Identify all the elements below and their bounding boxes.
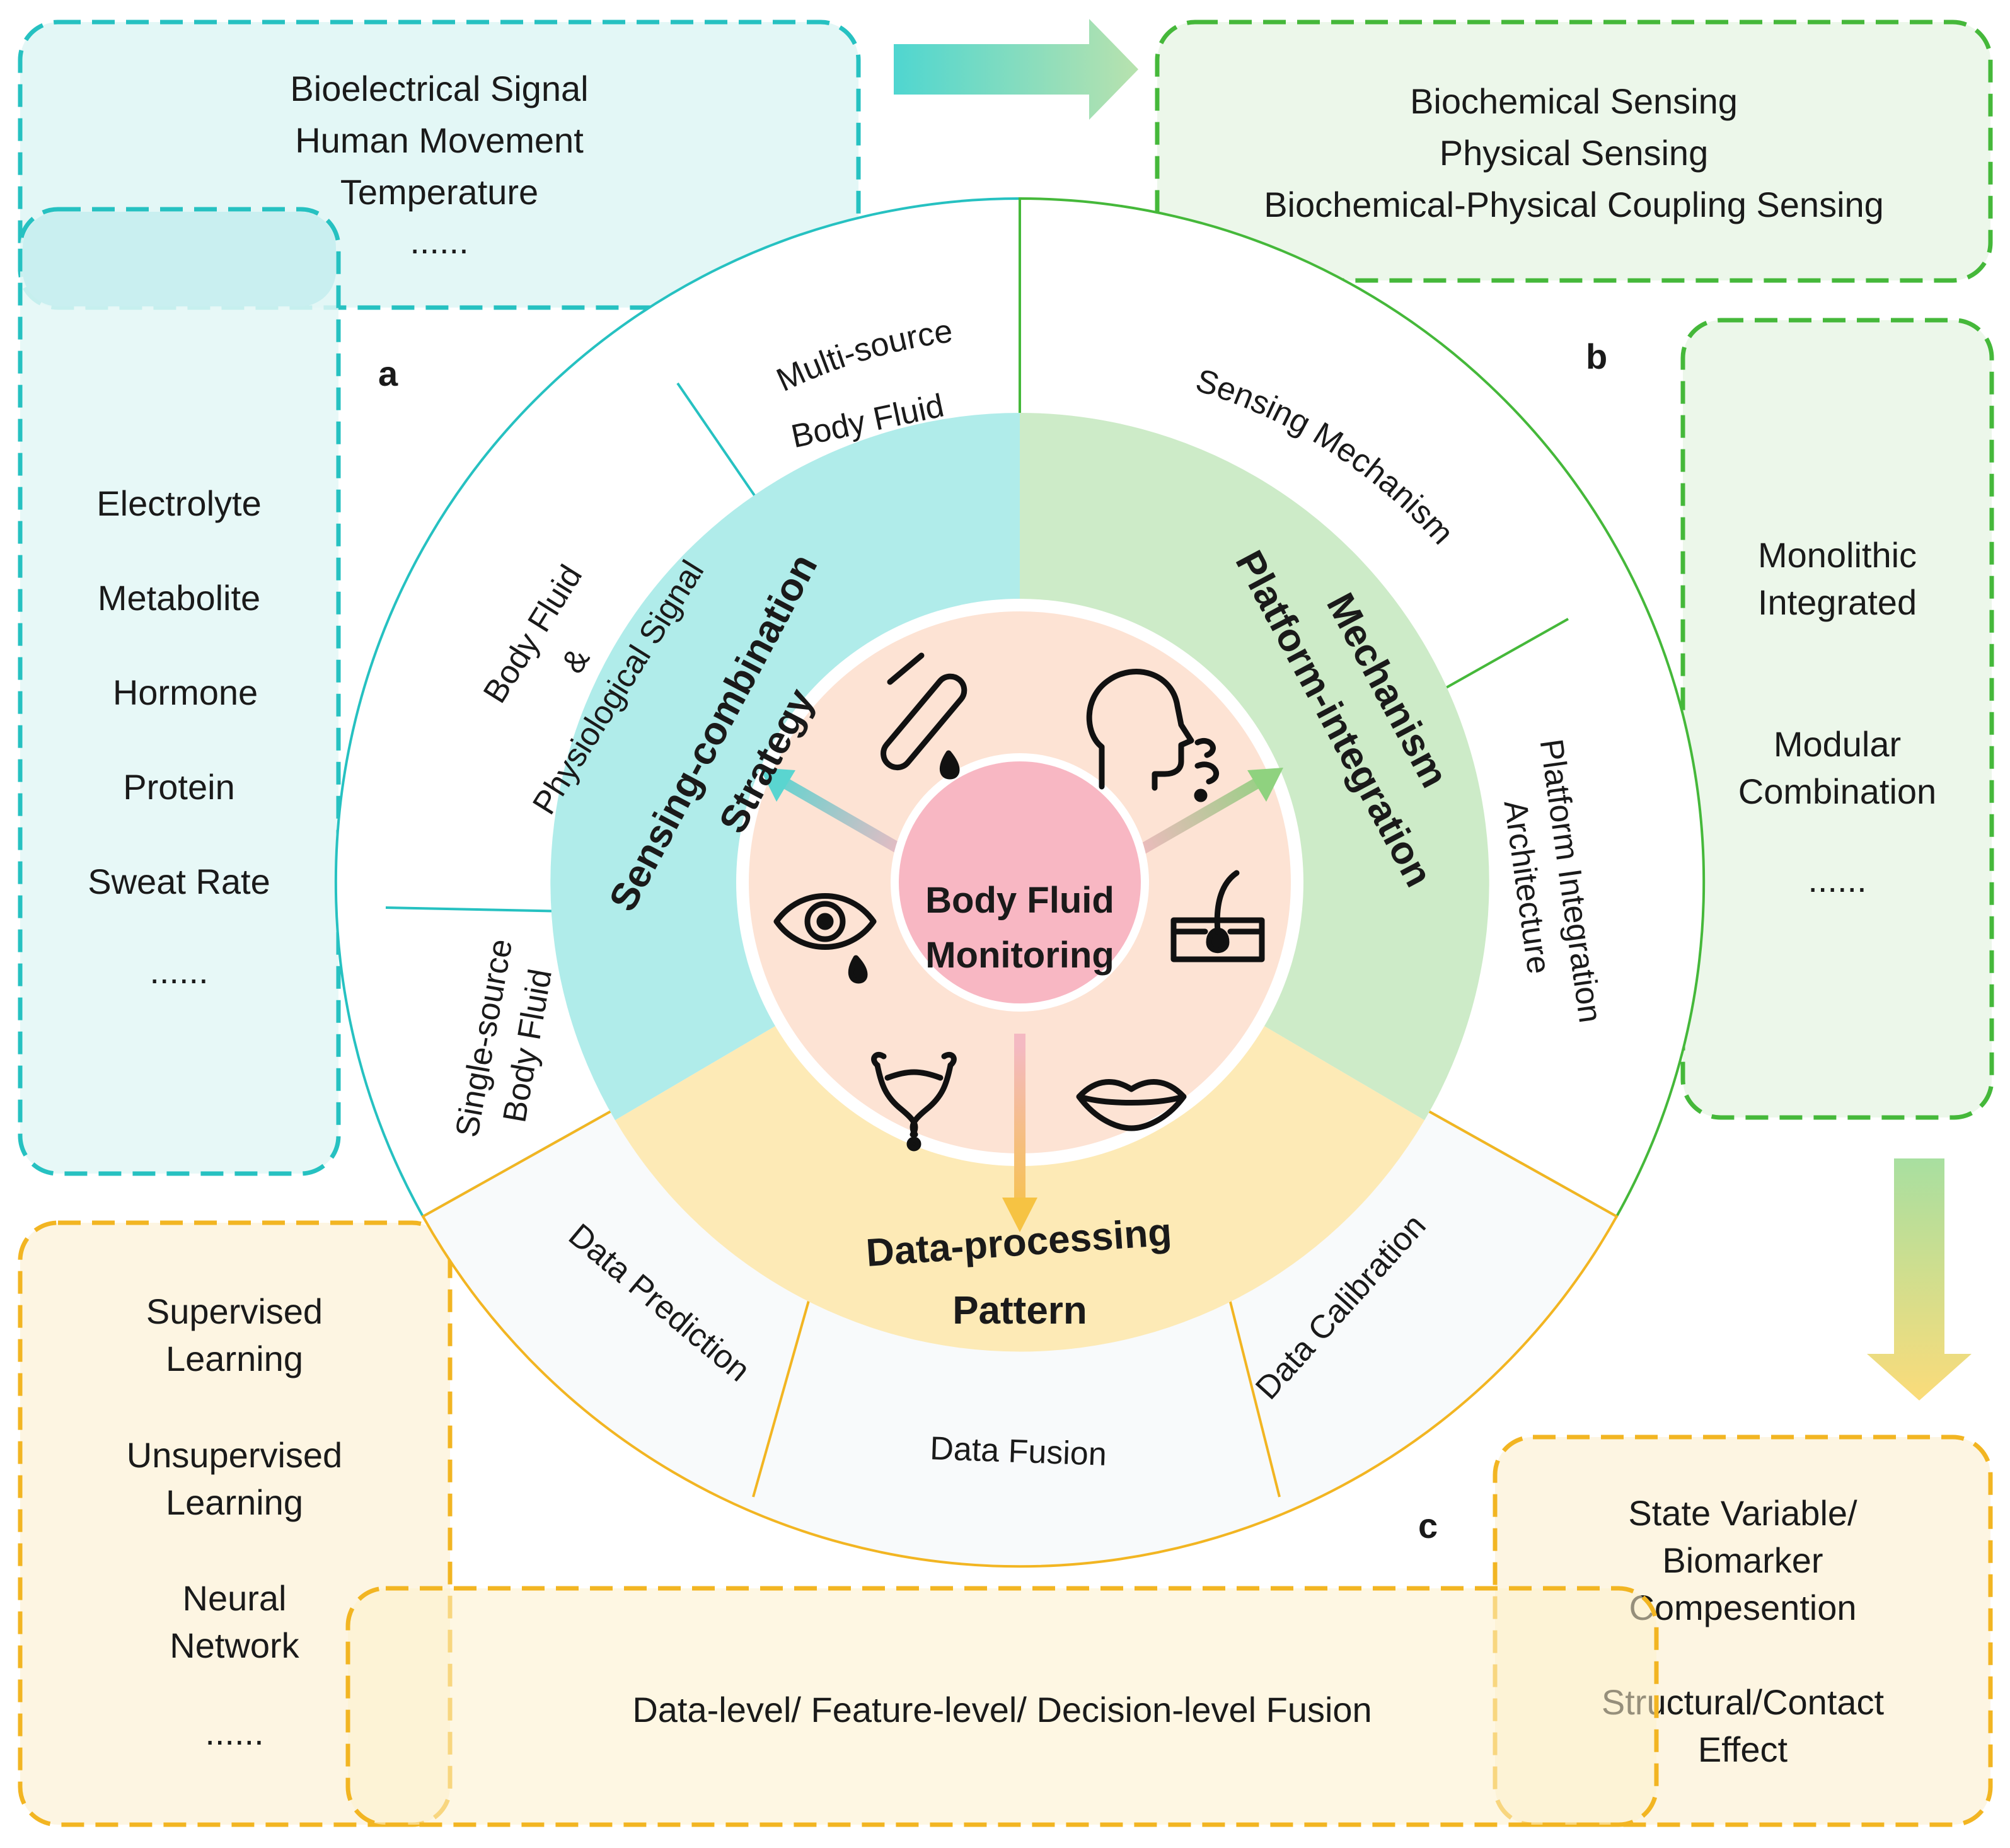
top-arrow <box>894 19 1138 120</box>
face-breath-icon <box>1086 669 1219 802</box>
box-item: Temperature <box>340 172 538 212</box>
box-item: Sweat Rate <box>88 862 270 901</box>
center-title-line2: Monitoring <box>925 935 1114 976</box>
box-item: ...... <box>149 951 208 991</box>
panel-letter-b: b <box>1586 337 1607 376</box>
center-title-line1: Body Fluid <box>925 880 1114 921</box>
biomarker-box: Electrolyte Metabolite Hormone Protein S… <box>18 207 341 1176</box>
integration-box: Monolithic Integrated Modular Combinatio… <box>1680 318 1994 1120</box>
box-item: Learning <box>166 1339 303 1378</box>
box-item: Metabolite <box>98 578 260 618</box>
box-item: Electrolyte <box>96 483 261 523</box>
box-item: Monolithic <box>1758 535 1917 575</box>
box-item: Bioelectrical Signal <box>290 69 588 108</box>
box-item: Physical Sensing <box>1440 133 1708 173</box>
box-item: Hormone <box>113 673 258 712</box>
arrow-to-data <box>1002 1034 1037 1232</box>
box-item: Effect <box>1698 1730 1788 1769</box>
arrow-to-platform <box>1125 768 1283 862</box>
box-item: Combination <box>1738 771 1936 811</box>
bladder-icon <box>871 1051 957 1152</box>
box-item: State Variable/ <box>1628 1493 1857 1533</box>
test-tube-icon <box>881 652 967 780</box>
panel-letter-a: a <box>378 354 398 393</box>
box-item: ...... <box>1808 860 1866 899</box>
data-fusion-label: Data Fusion <box>929 1430 1107 1473</box>
box-item: Unsupervised <box>127 1435 342 1475</box>
box-item: Protein <box>123 767 234 807</box>
box-item: Integrated <box>1758 582 1917 622</box>
box-item: Network <box>170 1626 299 1665</box>
box-item: Human Movement <box>295 120 584 160</box>
eye-tear-icon <box>773 893 877 984</box>
panel-letter-c: c <box>1418 1506 1438 1545</box>
hair-follicle-icon <box>1170 870 1265 962</box>
lips-icon <box>1076 1079 1187 1131</box>
fusion-level-box: Data-level/ Feature-level/ Decision-leve… <box>345 1586 1659 1827</box>
box-item: Biomarker <box>1662 1540 1823 1580</box>
svg-text:Pattern: Pattern <box>952 1289 1087 1332</box>
box-item: Biochemical Sensing <box>1410 81 1738 121</box>
fusion-level-text: Data-level/ Feature-level/ Decision-leve… <box>632 1690 1372 1730</box>
box-item: Modular <box>1774 724 1901 764</box>
center-circle <box>899 761 1141 1003</box>
down-arrow <box>1867 1158 1972 1400</box>
box-item: Biochemical-Physical Coupling Sensing <box>1264 185 1884 224</box>
box-item: Supervised <box>146 1291 323 1331</box>
arrow-to-sensing <box>760 768 917 862</box>
learning-box: Supervised Learning Unsupervised Learnin… <box>18 1220 453 1827</box>
ring-diagram: Body Fluid Monitoring <box>334 197 1706 1568</box>
box-item: Learning <box>166 1482 303 1522</box>
box-item: ...... <box>205 1712 263 1752</box>
box-item: ...... <box>410 221 468 261</box>
box-item: Compesention <box>1629 1588 1856 1627</box>
box-item: Neural <box>183 1578 287 1618</box>
sensing-types-box: Biochemical Sensing Physical Sensing Bio… <box>1155 20 1993 283</box>
